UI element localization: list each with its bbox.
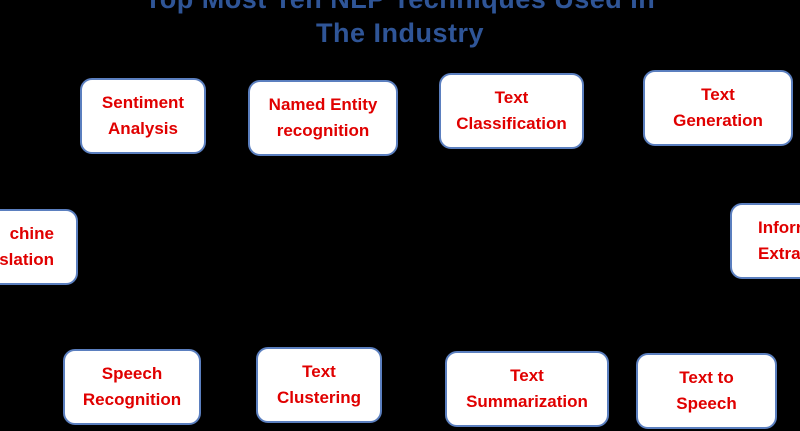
- node-text-summarization: Text Summarization: [445, 351, 609, 427]
- diagram-title-line-1: Top Most Ten NLP Techniques Used In: [0, 0, 800, 14]
- node-text-clustering: Text Clustering: [256, 347, 382, 423]
- node-sentiment-analysis: Sentiment Analysis: [80, 78, 206, 154]
- diagram-title-line-2: The Industry: [315, 18, 484, 48]
- node-named-entity-recognition: Named Entity recognition: [248, 80, 398, 156]
- node-machine-translation: chine slation: [0, 209, 78, 285]
- node-information-extraction: Inforr Extra: [730, 203, 800, 279]
- node-text-to-speech: Text to Speech: [636, 353, 777, 429]
- node-text-generation: Text Generation: [643, 70, 793, 146]
- node-text-classification: Text Classification: [439, 73, 584, 149]
- node-speech-recognition: Speech Recognition: [63, 349, 201, 425]
